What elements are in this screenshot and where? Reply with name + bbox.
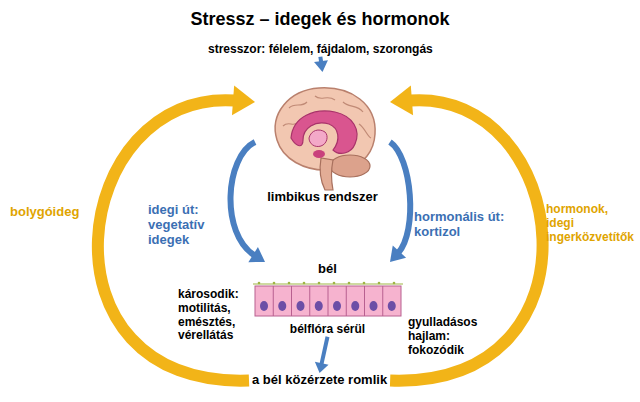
connector-arrow (314, 57, 328, 72)
arrow-head (232, 85, 255, 115)
intestine-cells (253, 280, 403, 320)
side-note: gyulladásos hajlam: fokozódik (408, 316, 503, 357)
edge-label: hormonok, idegi ingerközvetítők (546, 203, 636, 244)
diagram-node: bél bélflóra sérül (250, 262, 405, 337)
connector-arrow (315, 337, 329, 373)
arrow-head (315, 362, 329, 373)
side-note: károsodik: motilitás, emésztés, vérellát… (178, 288, 250, 343)
diagram-title: Stressz – idegek és hormonok (0, 9, 640, 30)
connector-line (321, 337, 327, 365)
diagram-node: limbikus rendszer (255, 72, 390, 205)
arrow-head (314, 60, 328, 72)
connector-arrow (98, 85, 255, 380)
connector-line (390, 142, 410, 253)
arrow-head (390, 246, 406, 262)
connector-line (231, 142, 255, 256)
node-text: bélflóra sérül (290, 323, 365, 337)
connector-line (390, 100, 542, 380)
node-text: stresszor: félelem, fájdalom, szorongás (205, 43, 436, 57)
node-text: bél (318, 262, 337, 277)
connector-arrow (390, 85, 543, 380)
node-text: a bél közérzete romlik (249, 373, 390, 388)
brain-illustration (255, 78, 390, 196)
arrow-head (390, 85, 413, 115)
edge-label: idegi út: vegetatív idegek (148, 203, 226, 248)
arrow-head (248, 247, 265, 262)
connector-arrow (390, 142, 410, 262)
diagram-node: stresszor: félelem, fájdalom, szorongás (205, 43, 436, 57)
edge-label: hormonális út: kortizol (414, 210, 514, 240)
edge-label: bolygóideg (10, 205, 100, 220)
connector-arrow (231, 142, 265, 262)
connector-line (98, 100, 249, 380)
diagram-node: a bél közérzete romlik (249, 373, 390, 388)
node-text: limbikus rendszer (267, 190, 378, 205)
